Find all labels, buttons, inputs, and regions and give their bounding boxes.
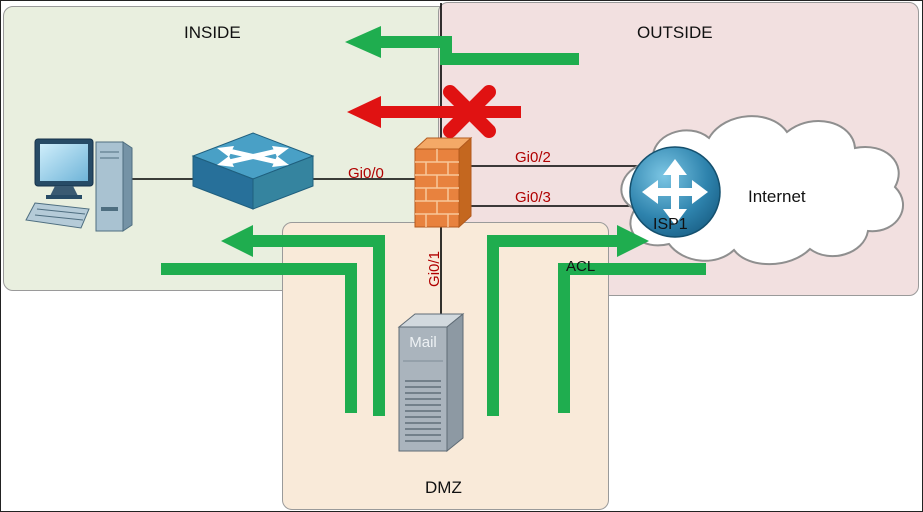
pc-icon xyxy=(25,138,133,232)
denied-traffic-arrow xyxy=(347,96,521,128)
dmz-to-outside-arrow xyxy=(487,225,649,416)
interface-label-gi0-1: Gi0/1 xyxy=(426,251,443,287)
blocked-x-icon xyxy=(443,85,496,138)
mail-server-label: Mail xyxy=(409,334,437,351)
interface-label-gi0-3: Gi0/3 xyxy=(515,189,551,206)
outside-zone-label: OUTSIDE xyxy=(637,23,713,42)
dmz-to-inside-arrow xyxy=(221,225,385,416)
interface-label-gi0-0: Gi0/0 xyxy=(348,165,384,182)
dmz-zone-label: DMZ xyxy=(425,478,462,497)
server-icon xyxy=(397,312,465,453)
permitted-traffic-arrow-top xyxy=(345,26,579,65)
router-icon xyxy=(629,146,721,238)
internet-cloud-label: Internet xyxy=(748,187,806,206)
router-name-label: ISP1 xyxy=(653,216,688,233)
switch-icon xyxy=(191,132,315,210)
firewall-icon xyxy=(413,136,473,229)
inside-zone-label: INSIDE xyxy=(184,23,241,42)
interface-label-gi0-2: Gi0/2 xyxy=(515,149,551,166)
inside-to-dmz-path xyxy=(161,263,357,413)
acl-annotation-label: ACL xyxy=(566,258,596,275)
outside-to-dmz-acl-path xyxy=(558,263,706,413)
